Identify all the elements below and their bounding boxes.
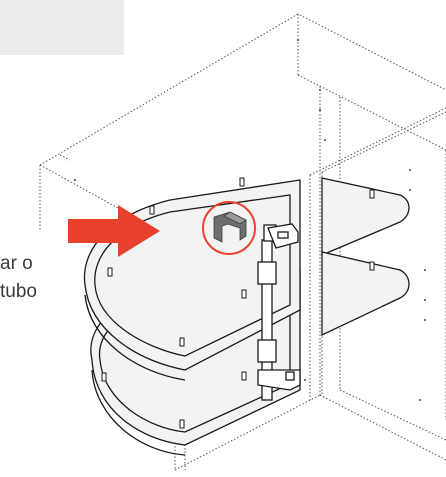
arrow-right-icon	[68, 205, 160, 257]
instruction-text-line-1: ar o	[0, 253, 33, 274]
right-shelves	[321, 177, 410, 337]
instruction-text-line-2: tubo	[0, 281, 37, 302]
caption-placeholder-box	[0, 0, 124, 55]
pivot-pole	[257, 223, 301, 401]
panel-holes	[74, 39, 426, 401]
highlight-circle	[202, 201, 256, 255]
plastic-clip-icon	[213, 211, 247, 243]
shelf-rim-pegs	[101, 177, 375, 429]
